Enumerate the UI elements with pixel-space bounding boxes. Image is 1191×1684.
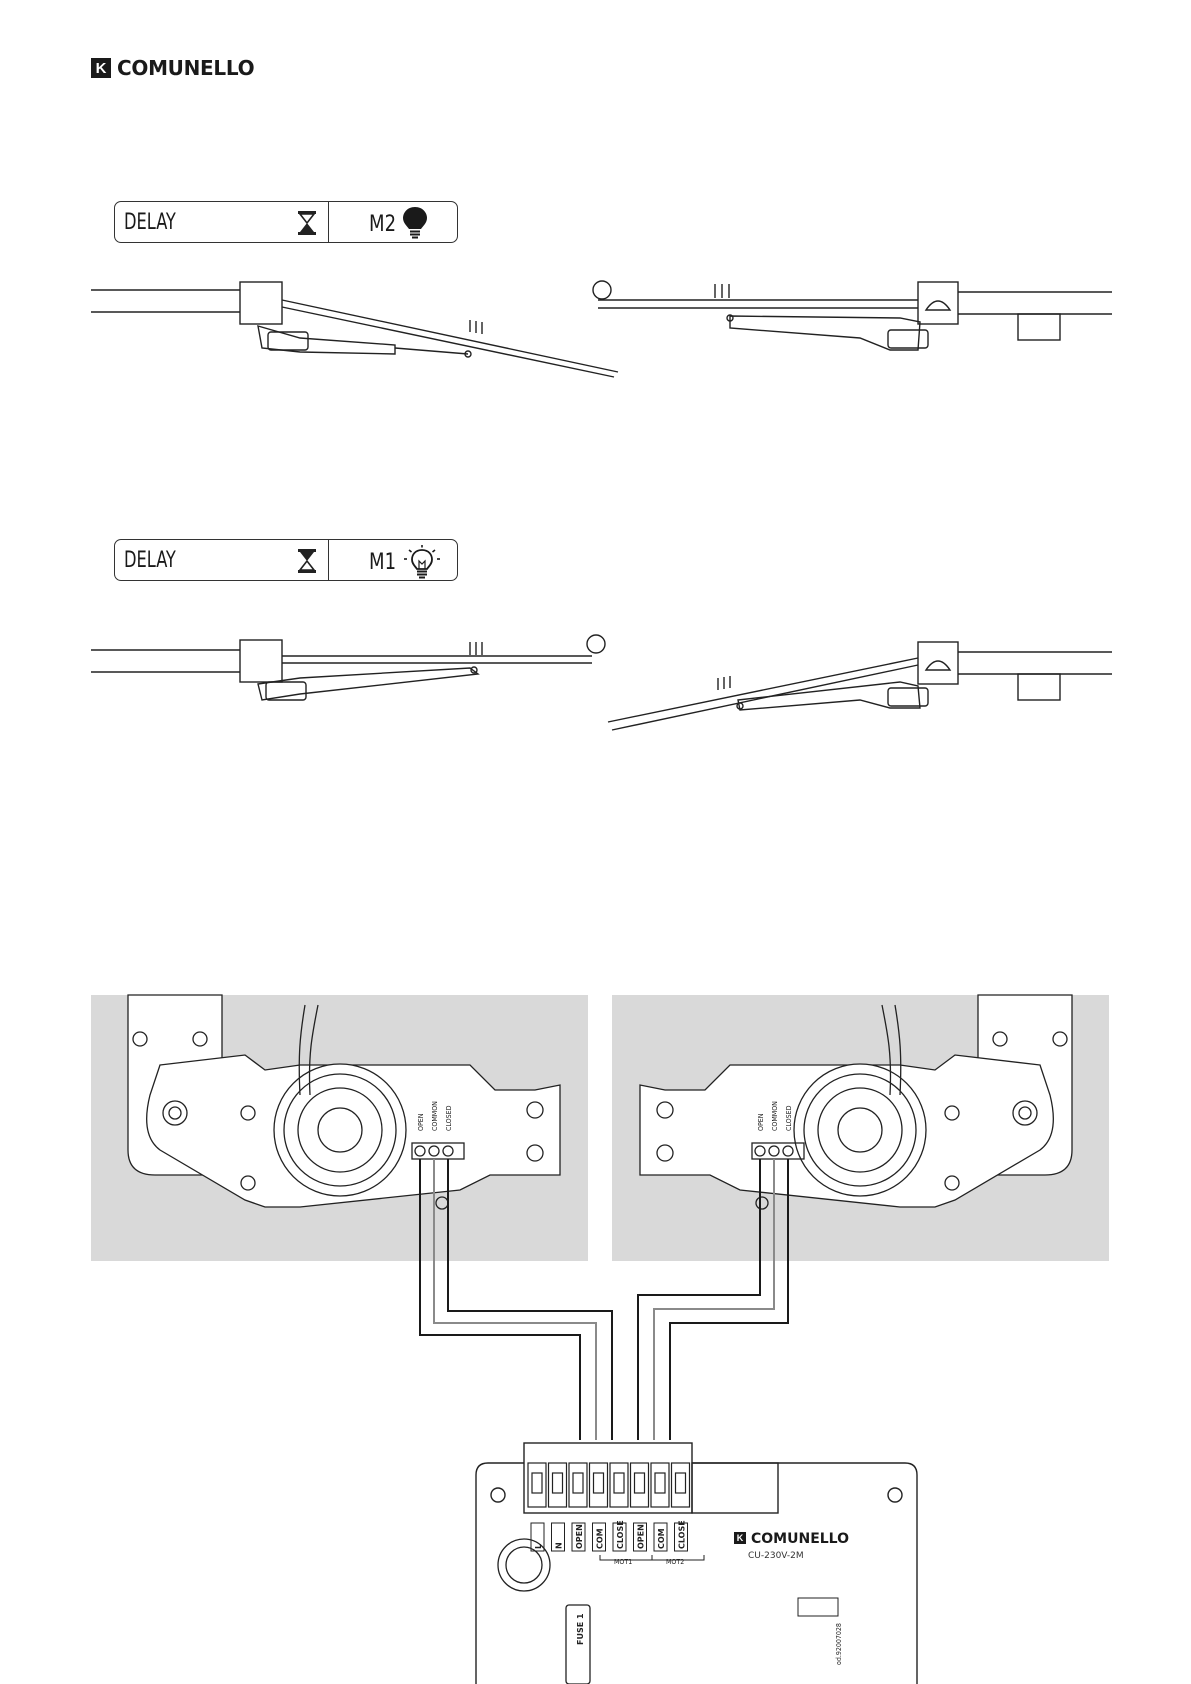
- delay-label: DELAY: [124, 548, 176, 573]
- terminal-label-close: CLOSE: [616, 1520, 625, 1549]
- wiring-diagram: OPEN COMMON CLOSED OPEN COMMON CLOSED: [0, 995, 1191, 1684]
- logo-mark: K: [91, 58, 111, 78]
- gate-diagram-2: [0, 620, 1191, 750]
- terminal-slot: [549, 1463, 567, 1507]
- group-mot2: MOT2: [666, 1558, 684, 1566]
- terminal-slot: [569, 1463, 587, 1507]
- logo-text: COMUNELLO: [117, 56, 254, 80]
- terminal-label-close: CLOSE: [678, 1520, 687, 1549]
- terminal-slot: [651, 1463, 669, 1507]
- terminal-slot: [631, 1463, 649, 1507]
- group-mot1: MOT1: [614, 1558, 632, 1566]
- hourglass-icon: [298, 549, 316, 573]
- bulb-outline-icon: [402, 544, 442, 580]
- terminal-slot: [528, 1463, 546, 1507]
- left-terminal-common: COMMON: [431, 1101, 439, 1131]
- board-logo-mark: K: [737, 1533, 744, 1543]
- delay-cell: DELAY: [115, 540, 329, 580]
- motor-label: M2: [369, 212, 396, 237]
- delay-cell: DELAY: [115, 202, 329, 242]
- hourglass-icon: [298, 211, 316, 235]
- delay-setting-m1: DELAY M1: [114, 539, 458, 581]
- board-code: od.92007028: [835, 1623, 843, 1665]
- motor-cell: M1: [329, 540, 457, 580]
- left-terminal-closed: CLOSED: [445, 1105, 453, 1131]
- left-terminal-open: OPEN: [417, 1113, 425, 1131]
- delay-label: DELAY: [124, 210, 176, 235]
- terminal-label-open: OPEN: [637, 1524, 646, 1549]
- right-terminal-common: COMMON: [771, 1101, 779, 1131]
- fuse-label: FUSE 1: [576, 1613, 585, 1645]
- brand-logo: K COMUNELLO: [91, 56, 254, 80]
- gate-diagram-1: [0, 270, 1191, 400]
- terminal-slot: [610, 1463, 628, 1507]
- bulb-filled-icon: [402, 206, 428, 240]
- right-terminal-open: OPEN: [757, 1113, 765, 1131]
- board-model: CU-230V-2M: [748, 1551, 804, 1561]
- right-terminal-closed: CLOSED: [785, 1105, 793, 1131]
- board-brand: COMUNELLO: [751, 1531, 849, 1547]
- terminal-label-n: N: [555, 1542, 564, 1549]
- motor-cell: M2: [329, 202, 457, 242]
- delay-setting-m2: DELAY M2: [114, 201, 458, 243]
- terminal-label-l: L: [534, 1544, 543, 1549]
- terminal-slot: [590, 1463, 608, 1507]
- terminal-slot: [672, 1463, 690, 1507]
- terminal-label-com: COM: [657, 1528, 666, 1549]
- terminal-label-open: OPEN: [575, 1524, 584, 1549]
- motor-label: M1: [369, 550, 396, 575]
- terminal-label-com: COM: [596, 1528, 605, 1549]
